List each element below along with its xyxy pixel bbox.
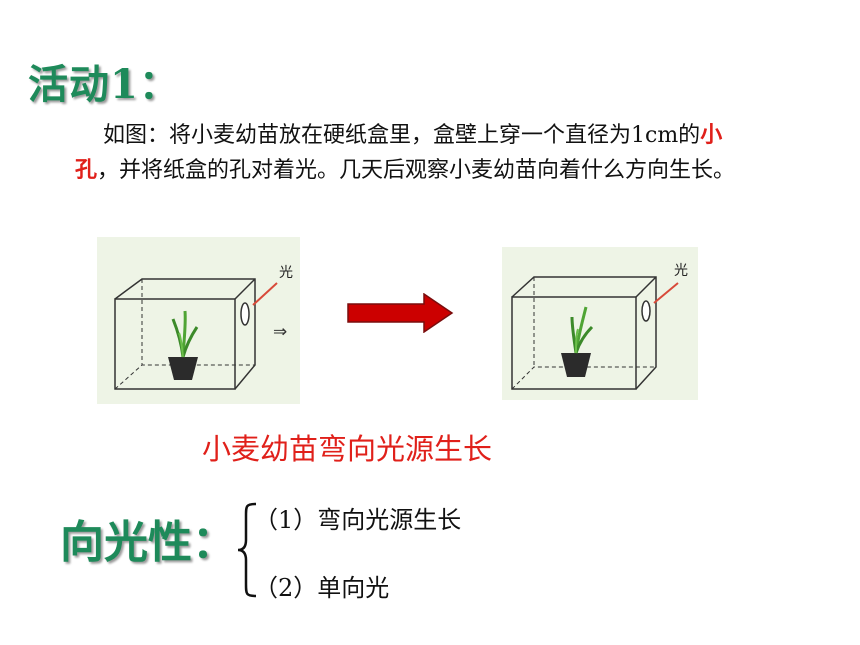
figure-panel-after: 光 xyxy=(502,247,698,400)
seedling-icon xyxy=(171,310,199,358)
definition-item: （1）弯向光源生长 xyxy=(254,506,462,534)
instruction-text-part1: 如图：将小麦幼苗放在硬纸盒里，盒壁上穿一个直径为1cm的 xyxy=(103,123,701,148)
term-title: 向光性： xyxy=(60,517,236,568)
box-diagram-before: 光 ⇒ xyxy=(114,265,293,390)
light-hole xyxy=(240,302,250,326)
definition-item: （2）单向光 xyxy=(254,574,390,602)
instruction-paragraph: 如图：将小麦幼苗放在硬纸盒里，盒壁上穿一个直径为1cm的小孔，并将纸盒的孔对着光… xyxy=(75,118,765,188)
seedling-icon xyxy=(570,306,594,354)
flower-pot xyxy=(561,353,591,377)
left-brace-icon xyxy=(237,502,257,598)
light-ray xyxy=(252,282,278,306)
figure-caption: 小麦幼苗弯向光源生长 xyxy=(202,432,493,466)
activity-title: 活动1： xyxy=(28,61,180,108)
flower-pot xyxy=(168,357,198,380)
figure-panel-before: 光 ⇒ xyxy=(97,237,300,404)
light-label-before: 光 xyxy=(279,265,293,281)
instruction-text-part2: ，并将纸盒的孔对着光。几天后观察小麦幼苗向着什么方向生长。 xyxy=(97,158,736,183)
light-ray xyxy=(653,282,679,304)
box-diagram-after: 光 xyxy=(511,263,688,390)
transition-arrow-icon xyxy=(347,293,454,333)
light-direction-arrow: ⇒ xyxy=(273,322,287,342)
light-hole xyxy=(641,300,651,322)
light-label-after: 光 xyxy=(674,263,688,279)
instruction-highlight: 小孔 xyxy=(75,122,723,183)
